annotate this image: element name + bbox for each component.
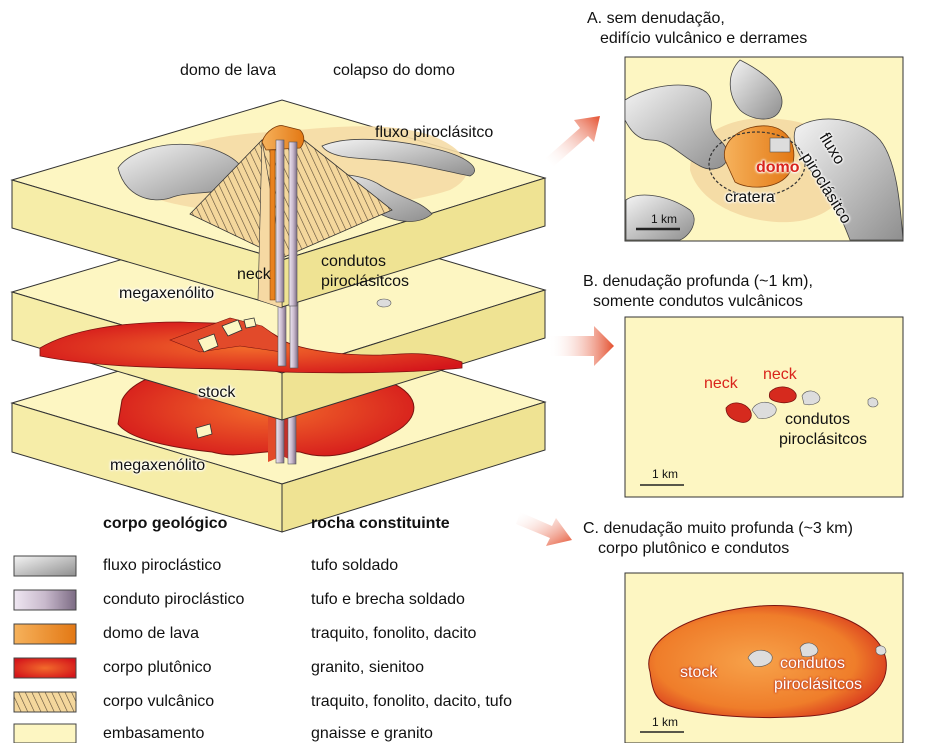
legend-body-3: corpo plutônico <box>103 659 212 677</box>
label-neck: neck <box>237 266 271 284</box>
label-dome-collapse: colapso do domo <box>333 62 455 80</box>
swatch-pyroclastic-conduit <box>14 590 76 610</box>
legend-rock-3: granito, sienitoo <box>311 659 424 677</box>
panel-c-title-1: C. denudação muito profunda (~3 km) <box>583 520 853 538</box>
panel-b-title-2: somente condutos vulcânicos <box>593 293 803 311</box>
legend-body-4: corpo vulcânico <box>103 693 214 711</box>
legend-body-5: embasamento <box>103 725 204 743</box>
panel-a-title-2: edifício vulcânico e derrames <box>600 30 807 48</box>
swatch-volcanic-body <box>14 692 76 712</box>
panel-a-scale: 1 km <box>651 210 677 228</box>
arrow-c <box>516 512 572 546</box>
swatch-pyroclastic-flow <box>14 556 76 576</box>
legend-rock-1: tufo e brecha soldado <box>311 591 465 609</box>
legend-rock-2: traquito, fonolito, dacito <box>311 625 476 643</box>
legend-body-2: domo de lava <box>103 625 199 643</box>
panel-b-scale: 1 km <box>652 465 678 483</box>
legend-body-1: conduto piroclástico <box>103 591 244 609</box>
label-stock: stock <box>198 384 235 402</box>
panel-c-stock: stock <box>680 664 717 682</box>
panel-c-title-2: corpo plutônico e condutos <box>598 540 789 558</box>
label-conduits-l1: condutos <box>321 253 386 271</box>
legend-rock-4: traquito, fonolito, dacito, tufo <box>311 693 512 711</box>
label-conduits-l2: piroclásitcos <box>321 273 409 291</box>
label-lava-dome: domo de lava <box>180 62 276 80</box>
legend-rock-0: tufo soldado <box>311 557 398 575</box>
legend-swatches <box>14 556 76 743</box>
arrow-a <box>546 116 600 166</box>
label-megaxenolith-top: megaxenólito <box>119 285 214 303</box>
swatch-lava-dome <box>14 624 76 644</box>
panel-b-neck-2: neck <box>763 366 797 384</box>
panel-a-title-1: A. sem denudação, <box>587 10 725 28</box>
panel-a-crater: cratera <box>725 189 775 207</box>
label-megaxenolith-bottom: megaxenólito <box>110 457 205 475</box>
legend-body-0: fluxo piroclástico <box>103 557 221 575</box>
panel-b-conduits-2: piroclásitcos <box>779 431 867 449</box>
label-pyroclastic-flow: fluxo piroclásitco <box>375 124 493 142</box>
legend-header-body: corpo geológico <box>103 515 227 533</box>
panel-b-title-1: B. denudação profunda (~1 km), <box>583 273 813 291</box>
panel-b-neck-1: neck <box>704 375 738 393</box>
swatch-plutonic-body <box>14 658 76 678</box>
arrow-b <box>548 326 614 366</box>
panel-a-dome: domo <box>756 159 800 177</box>
panel-c-conduits-2: piroclásitcos <box>774 676 862 694</box>
panel-c-scale: 1 km <box>652 713 678 731</box>
swatch-basement <box>14 724 76 743</box>
panel-b-conduits-1: condutos <box>785 411 850 429</box>
legend-rock-5: gnaisse e granito <box>311 725 433 743</box>
legend-header-rock: rocha constituinte <box>311 515 450 533</box>
panel-c-conduits-1: condutos <box>780 655 845 673</box>
